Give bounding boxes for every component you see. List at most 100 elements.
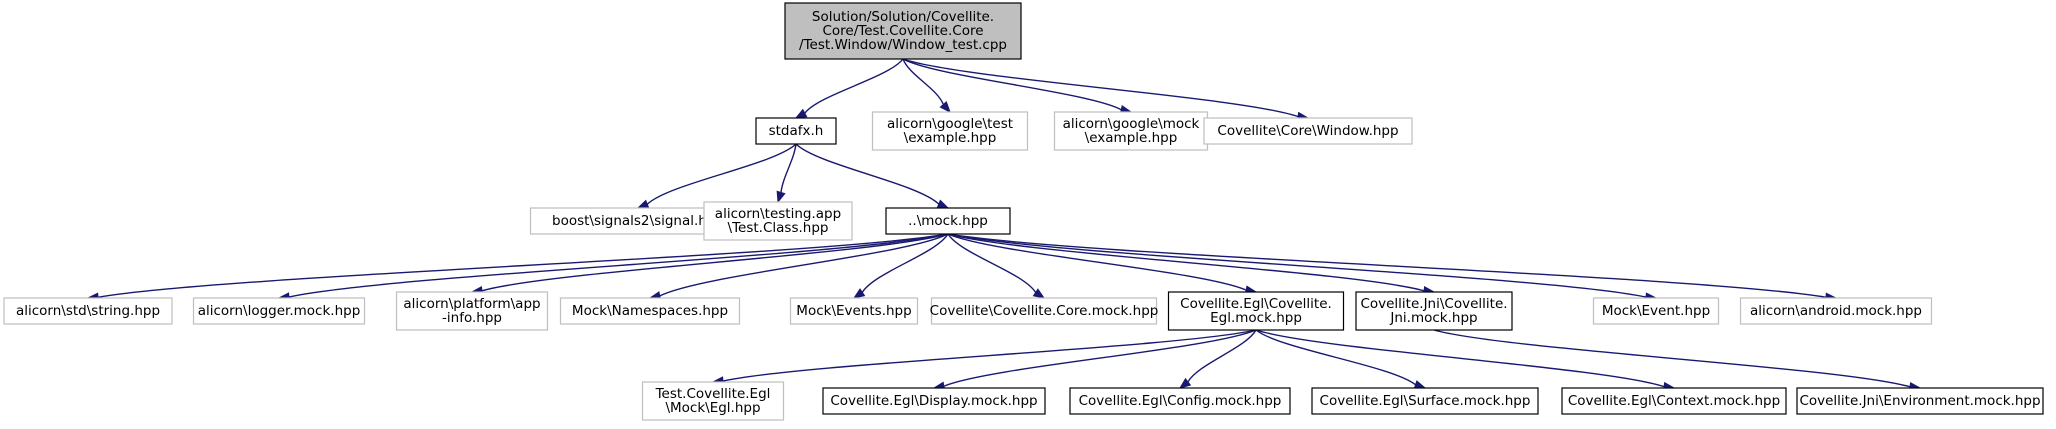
node-box — [871, 111, 1029, 151]
node-box — [1311, 387, 1539, 415]
node-eglegl: Test.Covellite.Egl\Mock\Egl.hpp — [641, 381, 785, 421]
node-root[interactable]: Solution/Solution/Covellite.Core/Test.Co… — [784, 2, 1022, 60]
node-box — [1069, 387, 1291, 415]
node-box — [1167, 291, 1345, 331]
node-label-line: alicorn\logger.mock.hpp — [198, 303, 361, 319]
node-label-line: Mock\Event.hpp — [1602, 303, 1710, 319]
node-namespaces: Mock\Namespaces.hpp — [559, 297, 741, 325]
node-box — [1739, 297, 1933, 325]
node-label-line: Covellite.Jni\Covellite. — [1360, 296, 1507, 312]
edge-stdafx-to-mock — [795, 143, 950, 209]
edges-layer — [86, 58, 1922, 392]
node-label-line: Core/Test.Covellite.Core — [822, 23, 983, 39]
node-label-line: \example.hpp — [904, 130, 997, 146]
node-config[interactable]: Covellite.Egl\Config.mock.hpp — [1069, 387, 1291, 415]
edge-root-to-stdafx — [794, 58, 904, 119]
node-label-line: ..\mock.hpp — [908, 213, 988, 229]
node-label-line: alicorn\testing.app — [715, 206, 841, 222]
node-box — [755, 117, 837, 145]
node-box — [559, 297, 741, 325]
node-label-line: Covellite.Egl\Display.mock.hpp — [830, 393, 1037, 409]
node-label-line: Covellite\Core\Window.hpp — [1217, 123, 1398, 139]
node-label-line: Covellite.Jni\Environment.mock.hpp — [1799, 393, 2040, 409]
node-box — [3, 297, 173, 325]
node-box — [641, 381, 785, 421]
node-box — [885, 207, 1011, 235]
node-appinfo: alicorn\platform\app-info.hpp — [395, 291, 549, 331]
edge-root-to-gtest — [902, 58, 951, 114]
node-box — [1796, 387, 2044, 415]
node-box — [192, 297, 366, 325]
node-label-line: \Test.Class.hpp — [728, 220, 829, 236]
node-box — [703, 201, 853, 241]
node-android: alicorn\android.mock.hpp — [1739, 297, 1933, 325]
edge-eglmock-to-config — [1178, 329, 1257, 389]
node-label-line: Egl.mock.hpp — [1210, 310, 1302, 326]
node-label-line: Test.Covellite.Egl — [655, 386, 771, 402]
node-mock[interactable]: ..\mock.hpp — [885, 207, 1011, 235]
node-coremock: Covellite\Covellite.Core.mock.hpp — [930, 297, 1159, 325]
node-box — [1203, 117, 1413, 145]
edge-mock-to-namespaces — [648, 233, 949, 301]
node-surface[interactable]: Covellite.Egl\Surface.mock.hpp — [1311, 387, 1539, 415]
node-label-line: Jni.mock.hpp — [1389, 310, 1477, 326]
node-window: Covellite\Core\Window.hpp — [1203, 117, 1413, 145]
edge-eglmock-to-surface — [1255, 329, 1427, 390]
node-box — [789, 297, 919, 325]
node-box — [822, 387, 1046, 415]
node-stdafx[interactable]: stdafx.h — [755, 117, 837, 145]
node-label-line: alicorn\google\test — [887, 116, 1013, 132]
node-jnimock[interactable]: Covellite.Jni\Covellite.Jni.mock.hpp — [1355, 291, 1513, 331]
node-box — [395, 291, 549, 331]
node-label-line: Mock\Namespaces.hpp — [572, 303, 728, 319]
node-label-line: Covellite.Egl\Context.mock.hpp — [1568, 393, 1780, 409]
edge-root-to-window — [902, 58, 1310, 122]
node-label-line: Mock\Events.hpp — [796, 303, 911, 319]
node-label-line: alicorn\google\mock — [1063, 116, 1200, 132]
node-environment[interactable]: Covellite.Jni\Environment.mock.hpp — [1796, 387, 2044, 415]
node-box — [930, 297, 1158, 325]
node-box — [784, 2, 1022, 60]
edge-mock-to-logger — [277, 233, 949, 302]
node-label-line: Solution/Solution/Covellite. — [812, 9, 994, 25]
node-gtest: alicorn\google\test\example.hpp — [871, 111, 1029, 151]
node-label-line: alicorn\platform\app — [403, 296, 540, 312]
node-box — [1355, 291, 1513, 331]
node-event: Mock\Event.hpp — [1592, 297, 1720, 325]
node-label-line: alicorn\android.mock.hpp — [1750, 303, 1922, 319]
node-label-line: stdafx.h — [769, 123, 824, 139]
node-display[interactable]: Covellite.Egl\Display.mock.hpp — [822, 387, 1046, 415]
node-logger: alicorn\logger.mock.hpp — [192, 297, 366, 325]
edge-mock-to-android — [947, 233, 1838, 302]
node-label-line: Covellite.Egl\Config.mock.hpp — [1079, 393, 1282, 409]
node-context[interactable]: Covellite.Egl\Context.mock.hpp — [1561, 387, 1787, 415]
node-string: alicorn\std\string.hpp — [3, 297, 173, 325]
node-label-line: -info.hpp — [442, 310, 502, 326]
node-label-line: alicorn\std\string.hpp — [16, 303, 160, 319]
node-label-line: Covellite.Egl\Covellite. — [1180, 296, 1332, 312]
edge-stdafx-to-testing — [776, 143, 797, 204]
node-testing: alicorn\testing.app\Test.Class.hpp — [703, 201, 853, 241]
node-label-line: \example.hpp — [1085, 130, 1178, 146]
node-label-line: /Test.Window/Window_test.cpp — [799, 37, 1007, 53]
nodes-layer: Solution/Solution/Covellite.Core/Test.Co… — [3, 2, 2044, 421]
node-events: Mock\Events.hpp — [789, 297, 919, 325]
node-label-line: Covellite.Egl\Surface.mock.hpp — [1320, 393, 1531, 409]
node-gmock: alicorn\google\mock\example.hpp — [1053, 111, 1209, 151]
edge-mock-to-events — [852, 233, 949, 299]
edge-stdafx-to-signal — [636, 143, 797, 209]
node-box — [1592, 297, 1720, 325]
edge-eglmock-to-display — [932, 329, 1257, 391]
edge-mock-to-coremock — [947, 233, 1046, 299]
edge-jnimock-to-environment — [1433, 329, 1922, 392]
edge-mock-to-string — [86, 233, 949, 302]
edge-eglmock-to-eglegl — [711, 329, 1257, 386]
node-label-line: Covellite\Covellite.Core.mock.hpp — [930, 303, 1159, 319]
node-box — [1561, 387, 1787, 415]
edge-eglmock-to-context — [1255, 329, 1676, 392]
edge-mock-to-event — [947, 233, 1658, 302]
node-label-line: boost\signals2\signal.hpp — [552, 213, 724, 229]
node-label-line: \Mock\Egl.hpp — [665, 400, 760, 416]
node-eglmock[interactable]: Covellite.Egl\Covellite.Egl.mock.hpp — [1167, 291, 1345, 331]
